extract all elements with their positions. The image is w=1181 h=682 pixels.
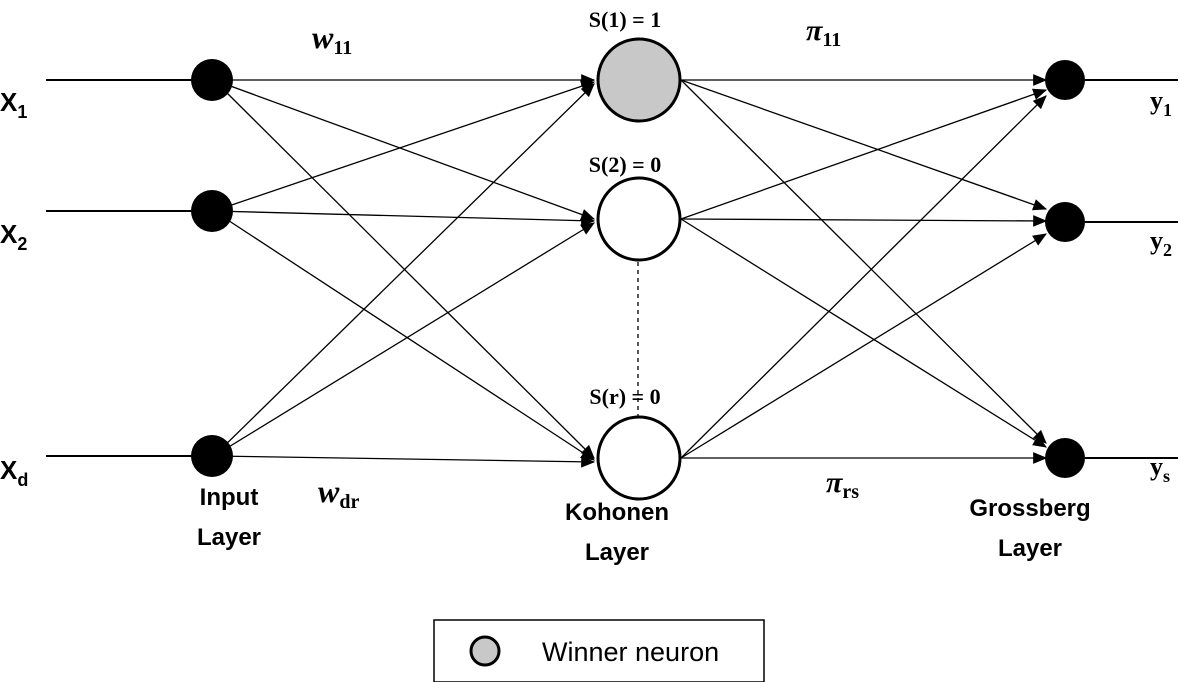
conn-k2-ys	[680, 218, 1047, 448]
kohonen-state-2: S(2) = 0	[589, 152, 661, 177]
input-node-d	[191, 435, 233, 477]
winner-neuron-swatch	[469, 635, 501, 667]
conn-xd-k2	[213, 222, 595, 457]
output-label-s: ys	[1150, 452, 1170, 486]
conn-kr-y1	[680, 95, 1047, 459]
input-label-2: X2	[0, 219, 27, 254]
input-layer-label-line2: Layer	[197, 524, 261, 551]
weight-label-pi11: π11	[806, 14, 841, 51]
input-layer-label-line1: Input	[200, 484, 259, 511]
input-label-d: Xd	[0, 455, 28, 490]
kohonen-node-r	[596, 415, 682, 501]
conn-k2-y2	[680, 215, 1048, 227]
conn-x2-kr	[213, 210, 595, 461]
conn-k1-y2	[680, 79, 1048, 211]
kohonen-to-grossberg-connections	[680, 74, 1048, 464]
weight-label-wdr: wdr	[318, 473, 359, 513]
grossberg-node-2	[1045, 202, 1085, 242]
grossberg-node-s	[1045, 438, 1085, 478]
grossberg-node-1	[1045, 60, 1085, 100]
conn-x1-kr	[213, 79, 595, 459]
conn-x2-k2	[213, 210, 596, 227]
input-label-1: X1	[0, 87, 27, 122]
kohonen-layer-label-line1: Kohonen	[565, 499, 669, 526]
grossberg-layer-label-line1: Grossberg	[969, 495, 1090, 522]
kohonen-state-r: S(r) = 0	[589, 384, 660, 409]
kohonen-state-1: S(1) = 1	[589, 7, 661, 32]
conn-kr-y2	[680, 233, 1047, 459]
conn-k2-y1	[680, 88, 1048, 220]
grossberg-layer-label-line2: Layer	[998, 535, 1062, 562]
output-label-2: y2	[1150, 226, 1172, 260]
weight-label-w11: w11	[312, 19, 352, 59]
legend-box	[433, 619, 765, 682]
kohonen-layer-label-line2: Layer	[585, 539, 649, 566]
input-node-1	[191, 59, 233, 101]
conn-x1-k2	[213, 79, 596, 221]
input-to-kohonen-connections	[213, 74, 596, 468]
output-label-1: y1	[1150, 86, 1172, 120]
kohonen-node-2	[596, 176, 682, 262]
conn-x2-k1	[213, 80, 596, 212]
weight-label-pirs: πrs	[826, 466, 859, 503]
conn-xd-kr	[213, 455, 596, 468]
kohonen-node-1-winner	[596, 37, 682, 123]
legend: Winner neuron	[433, 619, 765, 682]
conn-k1-ys	[680, 79, 1047, 444]
legend-label: Winner neuron	[542, 637, 719, 667]
input-node-2	[191, 190, 233, 232]
conn-xd-k1	[213, 83, 595, 457]
